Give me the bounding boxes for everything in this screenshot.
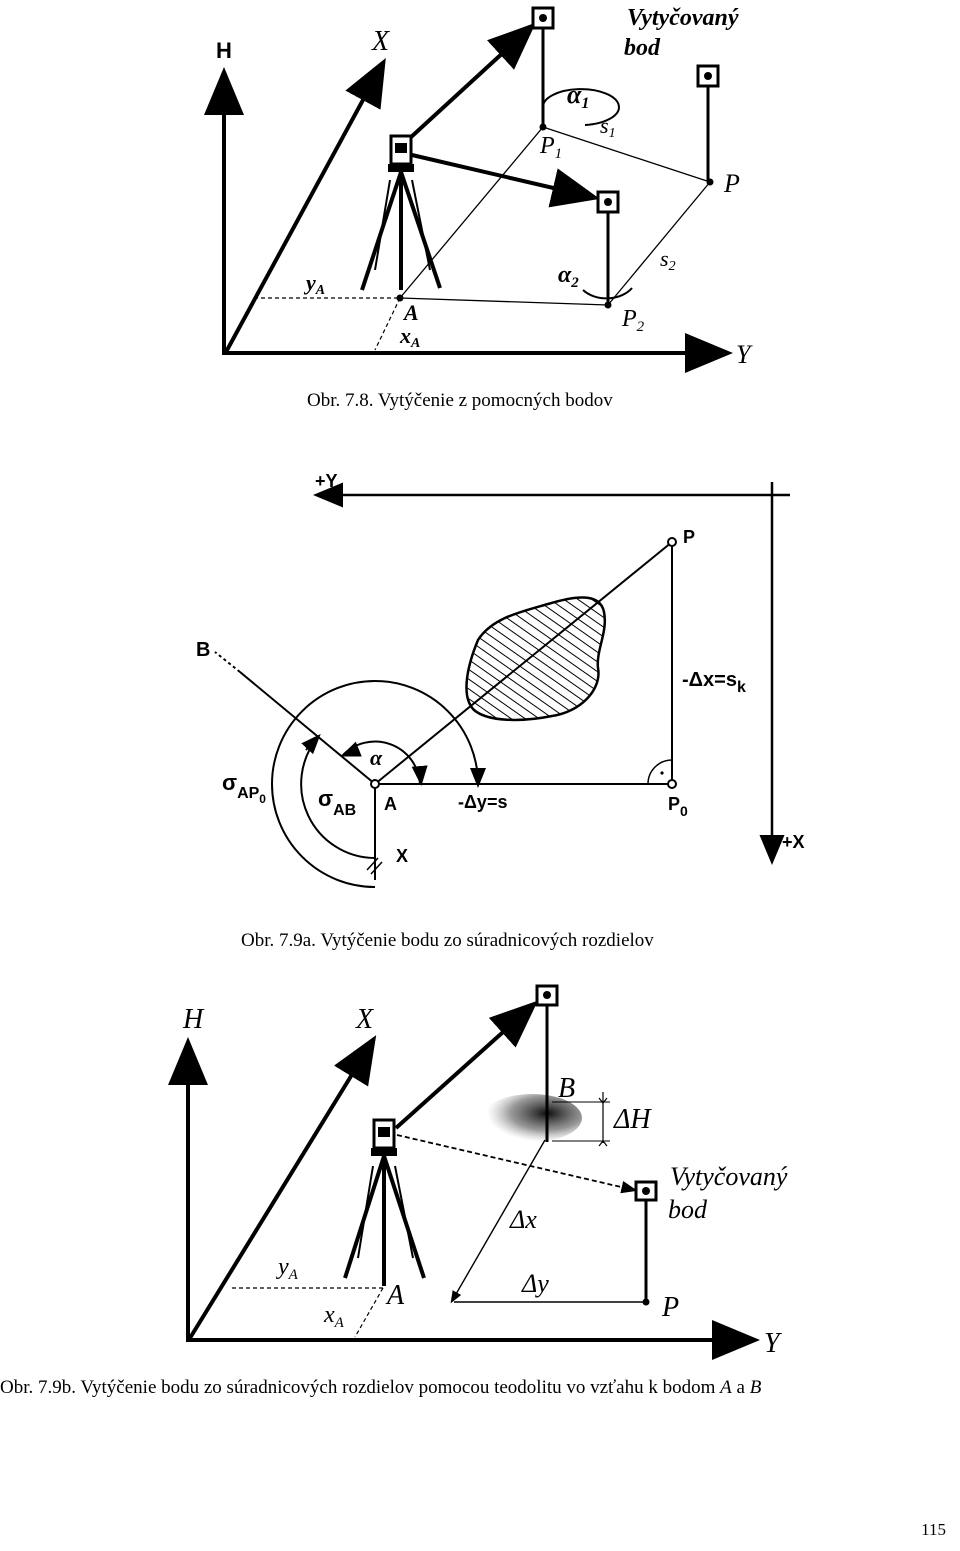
label-p0: P0 [668,794,688,819]
axis-plus-y-label: +Y [315,471,338,491]
label-s2: s2 [660,246,676,274]
label-dy: Δy [521,1269,549,1298]
axis-h-label: H [216,38,232,63]
label-dh: ΔH [613,1104,652,1135]
figure-7-9b: H X Y B ΔH Vytyčovaný bod Δx Δy P yA [168,984,788,1360]
axis-x-label: X [371,26,390,57]
label-b: B [558,1073,575,1104]
target-label-1: Vytyčovaný [627,5,739,31]
arc-sigma-ab [300,736,376,859]
label-p: P [723,169,740,198]
sight-arrow-b [394,1000,538,1130]
figure-7-8: H X Y Vytyčovaný bod α1 s1 P1 P [204,5,753,373]
line-a-p1 [399,126,544,299]
axis-y-label: Y [764,1328,783,1359]
label-xa: xA [399,323,420,351]
line-p-p2 [607,181,711,306]
angle-alpha2-arc [582,287,633,300]
target-label-1: Vytyčovaný [670,1162,788,1191]
caption-7-8: Obr. 7.8. Vytýčenie z pomocných bodov [307,390,613,411]
label-a: A [402,300,419,325]
label-ya: yA [303,270,325,298]
theodolite-icon [343,1118,426,1286]
axis-h-label: H [182,1004,205,1035]
label-p2: P2 [621,306,645,335]
label-alpha1: α1 [567,80,589,112]
axis-plus-x-label: +X [782,832,805,852]
sight-dashed-p [396,1134,638,1194]
theodolite-icon [360,134,442,291]
label-dy-s: -Δy=s [458,792,507,812]
label-dx-sk: -Δx=sk [682,669,746,696]
line-a-b [239,671,376,785]
page-number: 115 [921,1520,946,1539]
label-p1: P1 [539,133,562,162]
label-sigma-ab: σAB [318,786,356,819]
label-p: P [661,1292,679,1323]
label-s1: s1 [600,113,616,141]
label-dx: Δx [509,1205,537,1234]
arc-sigma-ap0 [271,680,479,888]
label-ya: yA [276,1254,299,1283]
axis-x-line [224,57,386,353]
label-p: P [683,527,695,547]
target-label-2: bod [668,1195,708,1224]
label-sigma-ap0: σAP0 [222,770,266,806]
sight-arrow-upper [408,22,536,140]
label-xa: xA [323,1302,345,1331]
line-b-dashed [214,651,241,673]
label-a: A [384,794,397,814]
terrain-shading [482,1094,582,1142]
right-angle-mark [647,759,673,785]
xa-dashed-line [374,297,401,351]
caption-7-9b: Obr. 7.9b. Vytýčenie bodu zo súradnicový… [0,1377,762,1398]
label-b: B [196,639,210,661]
axis-x-label: X [355,1004,374,1035]
sight-arrow-lower [411,153,600,208]
label-x: X [396,846,408,866]
axis-x-line [188,1035,377,1340]
line-dx [450,1139,546,1304]
target-label-2: bod [624,35,661,61]
figure-7-9a: +Y +X P B -Δx=sk α σAP0 σAB A -Δy=s P0 X [196,471,805,888]
line-a-p2 [399,297,609,306]
line-p1-p [542,126,711,183]
axis-y-label: Y [736,340,753,369]
line-a-p [374,541,673,785]
xa-dashed-line [354,1287,384,1338]
caption-7-9a: Obr. 7.9a. Vytýčenie bodu zo súradnicový… [241,930,654,951]
label-a: A [385,1280,405,1311]
angle-alpha1-arc [541,88,620,126]
label-alpha: α [370,745,383,770]
label-alpha2: α2 [558,262,579,291]
obstacle-hatched-area [465,596,607,722]
